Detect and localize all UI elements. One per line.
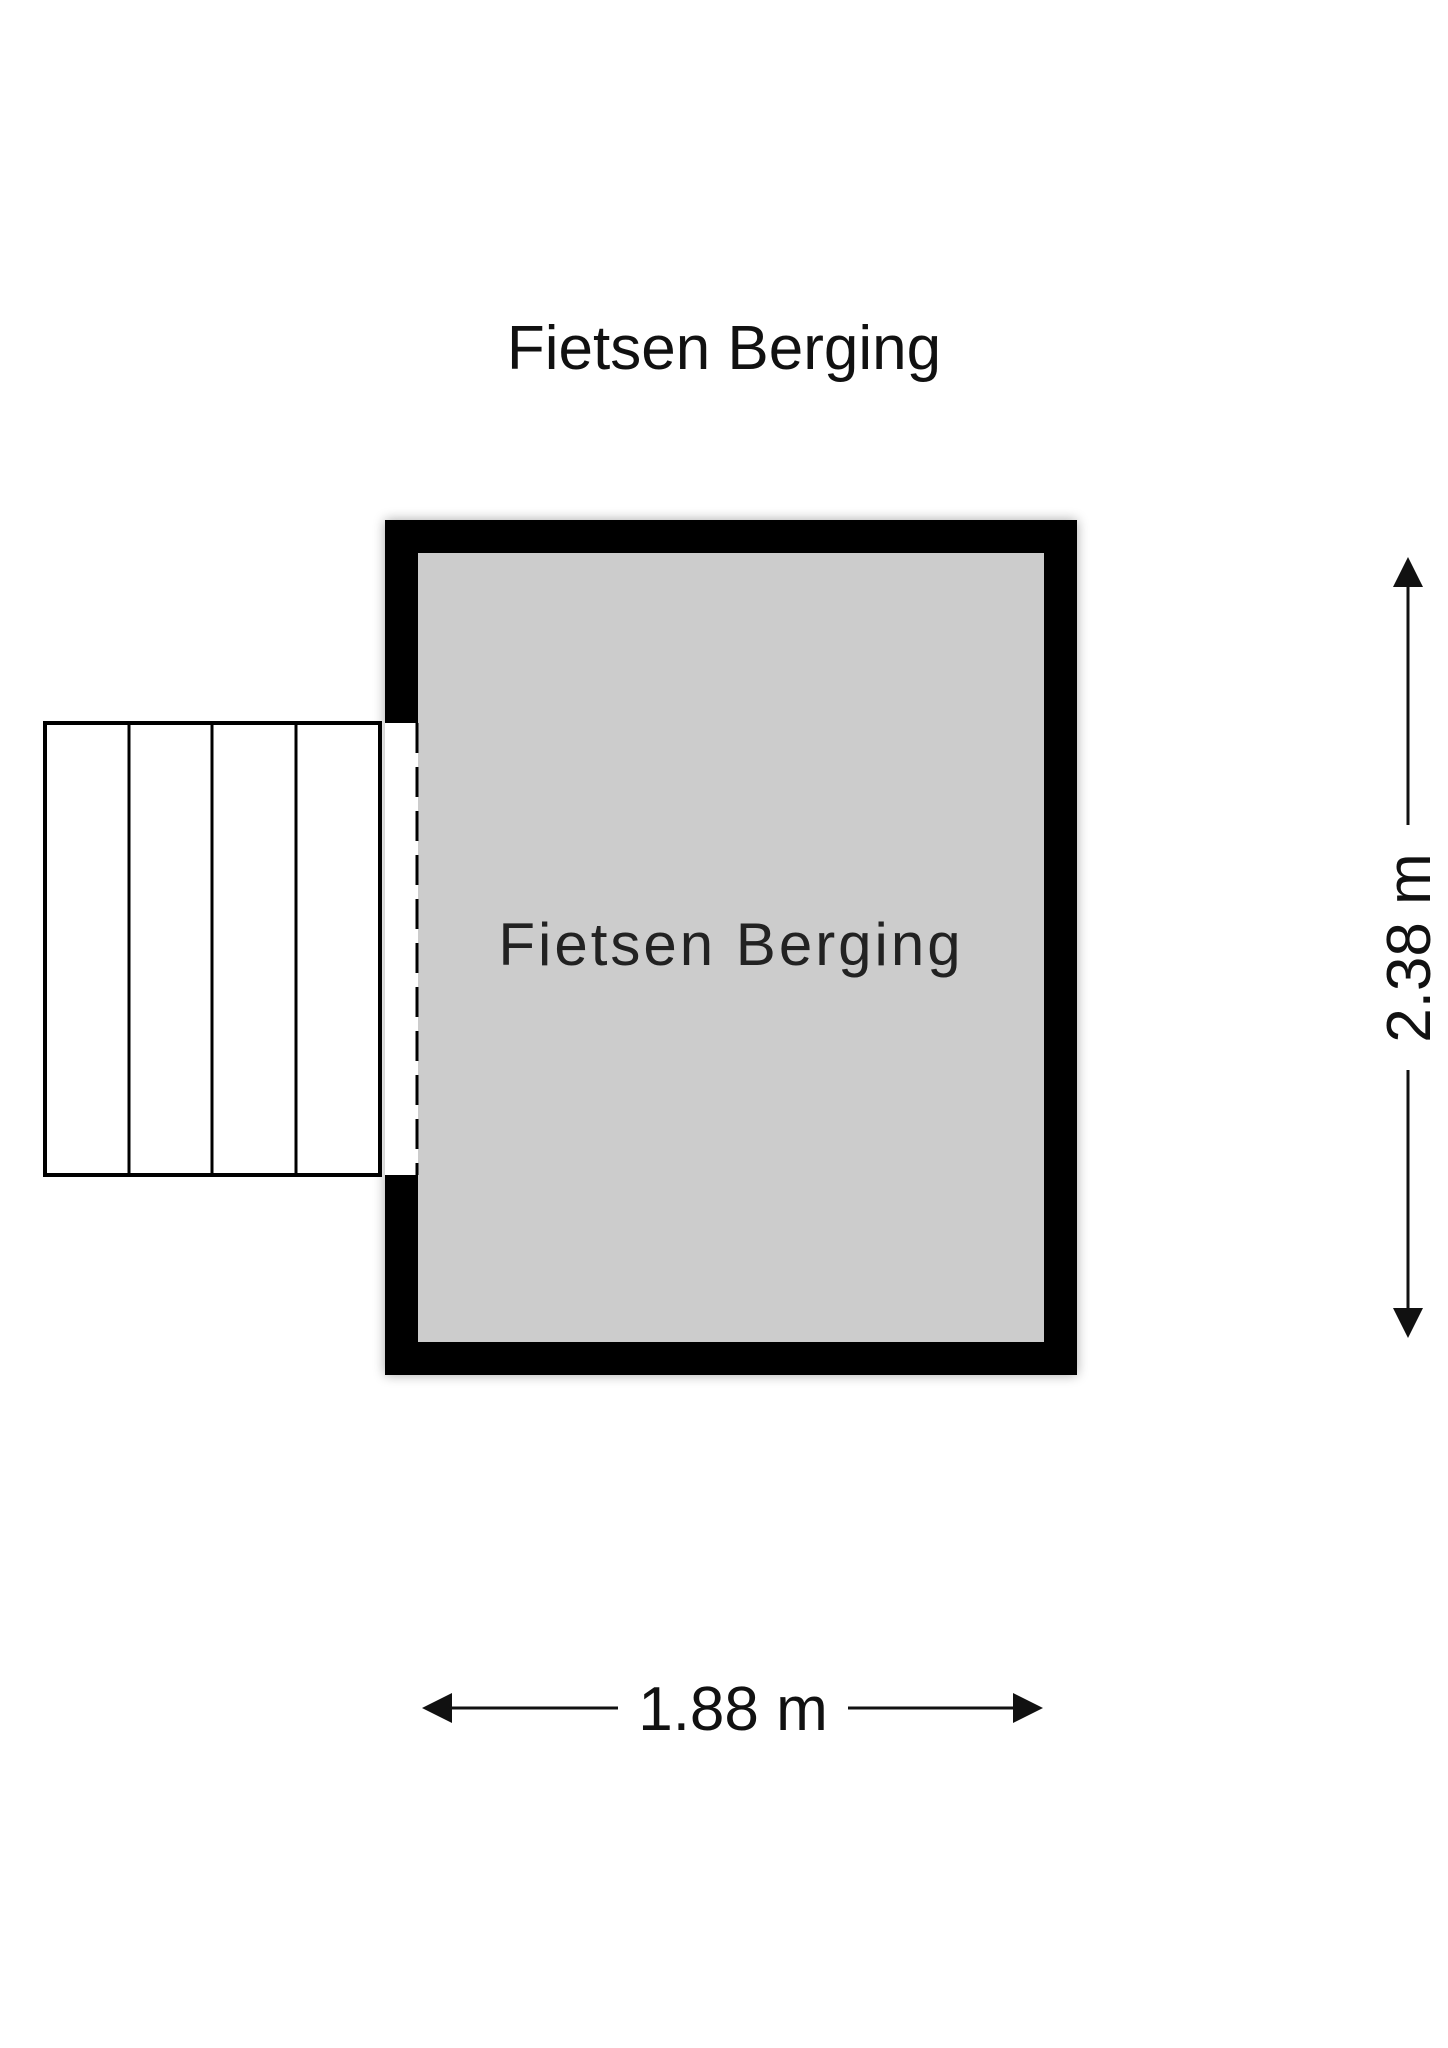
room-floor <box>418 553 1044 1342</box>
room <box>385 520 1077 1375</box>
width-dimension: 1.88 m <box>422 1675 1043 1744</box>
door-opening <box>385 723 418 1175</box>
width-dimension-label: 1.88 m <box>638 1675 828 1744</box>
stairs <box>43 721 382 1177</box>
depth-dimension: 2.38 m <box>1375 557 1444 1338</box>
depth-dimension-label: 2.38 m <box>1375 853 1444 1043</box>
plan-title: Fietsen Berging <box>506 314 942 383</box>
room-label: Fietsen Berging <box>498 911 963 978</box>
